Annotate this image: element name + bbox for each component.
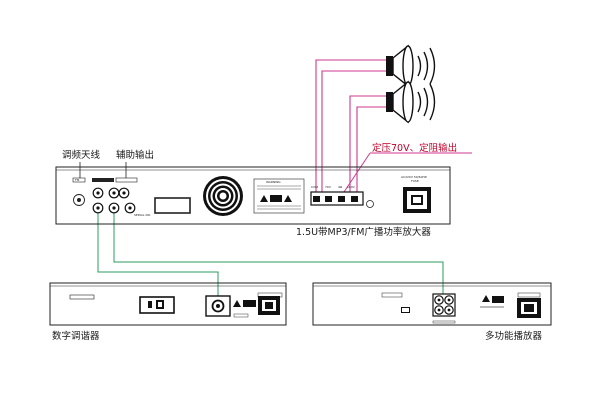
speaker-bottom [386, 80, 436, 124]
speaker-terminals: COM 70V 4Ω 100V [310, 185, 374, 208]
digital-tuner-unit [49, 282, 287, 326]
terminal-100v-label: 100V [347, 185, 356, 189]
tuner-antenna-label: 调频天线 [62, 149, 101, 161]
speaker-wire [356, 106, 386, 200]
power-inlet: AC220V 50/60HZ FUSE [401, 175, 431, 213]
speaker-wire [321, 70, 386, 200]
constant-voltage-label: 定压70V、定阻输出 [372, 142, 457, 154]
fm-antenna-jack: FM [72, 177, 86, 206]
label-plate [154, 197, 191, 214]
warning-panel: WARNING [253, 178, 305, 214]
fm-label: FM [75, 178, 80, 182]
ac-fuse-label: FUSE [411, 179, 419, 183]
ac-in-label: AC220V 50/60HZ [401, 175, 427, 179]
terminal-com-label: COM [311, 185, 318, 189]
multi-player-label: 多功能播放器 [485, 330, 543, 342]
multi-player-unit [312, 282, 552, 326]
signal-wire-to-tuner [97, 208, 219, 296]
signal-wire-to-player [113, 208, 444, 296]
callout-leader [339, 152, 371, 199]
signal-wires [97, 208, 444, 296]
warning-label: WARNING [266, 180, 281, 184]
speaker-top [386, 44, 436, 88]
terminal-70v-label: 70V [325, 185, 332, 189]
digital-tuner-label: 数字调谐器 [52, 330, 100, 342]
rca-jacks: SERIAL NO. [92, 177, 151, 217]
terminal-4ohm-label: 4Ω [338, 185, 343, 189]
serial-label: SERIAL NO. [134, 213, 151, 217]
speaker-wires [315, 59, 386, 200]
speaker-wire [315, 59, 386, 200]
aux-output-label: 辅助输出 [116, 149, 154, 161]
amplifier-unit: FM SERIAL NO. [55, 166, 451, 225]
cooling-fan [203, 176, 243, 216]
speaker-wire [349, 95, 386, 200]
amplifier-label: 1.5U带MP3/FM广播功率放大器 [296, 226, 431, 238]
